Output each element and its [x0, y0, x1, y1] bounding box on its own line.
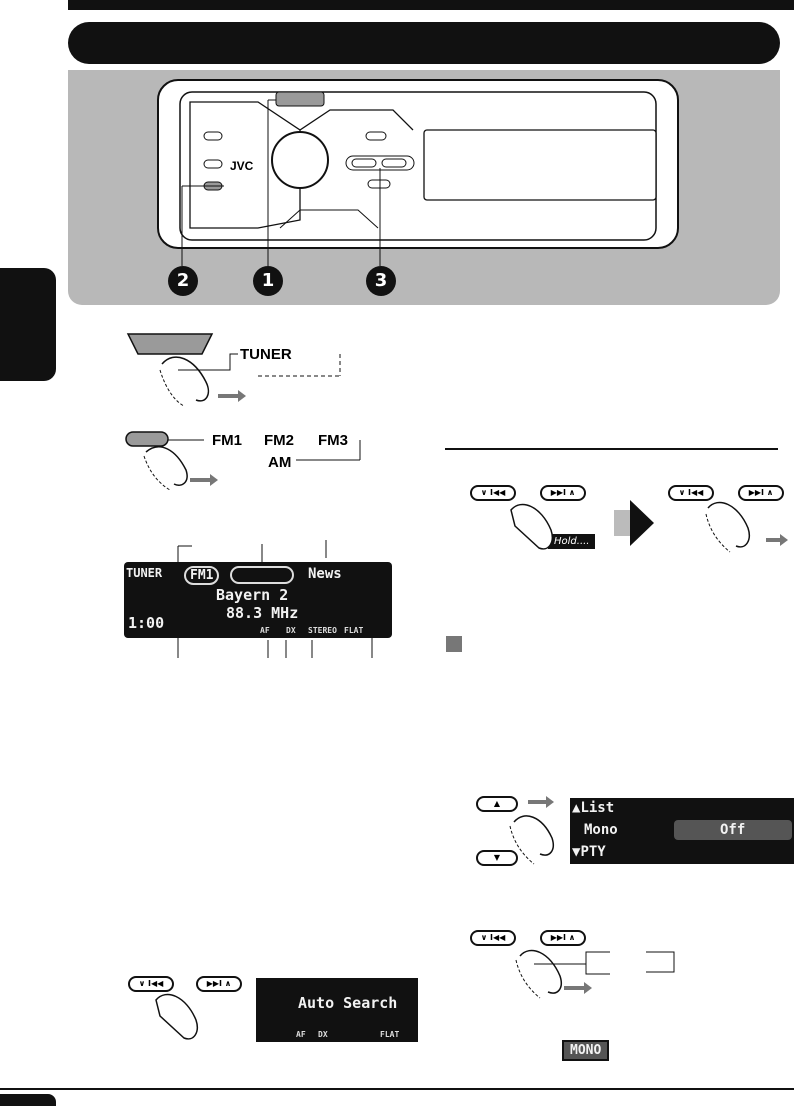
band-fm2: FM2 [264, 432, 294, 449]
callout-2: 2 [168, 266, 198, 296]
prev-button-4[interactable]: ∨ I◀◀ [128, 976, 174, 992]
indicator-dx: DX [286, 626, 296, 635]
prev-button-3[interactable]: ∨ I◀◀ [470, 930, 516, 946]
footer-rule [0, 1088, 794, 1090]
display-band: FM1 [184, 566, 220, 585]
section-divider [445, 448, 778, 450]
menu-value-box [674, 820, 792, 840]
menu-value: Off [720, 822, 746, 838]
hand-press-icon [126, 333, 341, 407]
next-button-3[interactable]: ▶▶I ∧ [540, 930, 586, 946]
finger-release-icon [705, 501, 788, 553]
prev-button-2[interactable]: ∨ I◀◀ [668, 485, 714, 501]
band-cycle-arrows [125, 431, 361, 491]
brand-logo: JVC [230, 159, 254, 173]
display-frequency: 88.3 MHz [226, 604, 299, 622]
prev-button[interactable]: ∨ I◀◀ [470, 485, 516, 501]
search-indicator-dx: DX [318, 1030, 328, 1039]
mono-badge: MONO [562, 1040, 610, 1061]
callout-1: 1 [253, 266, 283, 296]
display-source: TUNER [126, 566, 163, 580]
next-button[interactable]: ▶▶I ∧ [540, 485, 586, 501]
right-arrow-icon [614, 500, 654, 546]
display-empty-slot [230, 566, 294, 584]
indicator-af: AF [260, 626, 270, 635]
side-tab [0, 268, 56, 381]
next-button-4[interactable]: ▶▶I ∧ [196, 976, 242, 992]
faceplate-panel: JVC 2 1 3 [68, 70, 780, 305]
section-title-bar [68, 22, 780, 64]
search-text: Auto Search [298, 994, 398, 1012]
finger-press-icon [510, 503, 553, 550]
source-tuner-label: TUNER [240, 346, 292, 363]
section-bullet [446, 636, 462, 652]
faceplate-illustration [157, 79, 679, 266]
mono-toggle-illustration [515, 949, 675, 999]
search-indicator-af: AF [296, 1030, 306, 1039]
display-station: Bayern 2 [216, 586, 289, 604]
finger-updown-icon [509, 796, 554, 865]
band-fm3: FM3 [318, 432, 348, 449]
source-step: TUNER [120, 330, 360, 410]
band-am: AM [268, 454, 292, 471]
up-button[interactable]: ▲ [476, 796, 518, 812]
band-step: FM1 FM2 FM3 AM [124, 430, 374, 495]
tuner-display: TUNER FM1 News Bayern 2 88.3 MHz 1:00 AF… [124, 562, 392, 638]
display-clock: 1:00 [128, 614, 165, 632]
band-fm1: FM1 [212, 432, 242, 449]
menu-item-pty: ▼PTY [572, 844, 606, 860]
page-number-tab [0, 1094, 56, 1106]
callout-3: 3 [366, 266, 396, 296]
menu-item-mono: Mono [584, 822, 618, 838]
finger-press-icon-2 [155, 993, 198, 1040]
hold-badge: Hold.... [548, 534, 596, 549]
menu-item-list: ▲List [572, 800, 615, 816]
menu-display: ▲List Mono ▼PTY Off [570, 798, 794, 864]
indicator-stereo: STEREO [308, 626, 337, 635]
indicator-flat: FLAT [344, 626, 364, 635]
search-display: Auto Search AF DX FLAT [256, 978, 418, 1042]
search-indicator-flat: FLAT [380, 1030, 400, 1039]
display-pty: News [308, 566, 342, 582]
display-callout-lines [177, 540, 373, 658]
next-button-2[interactable]: ▶▶I ∧ [738, 485, 784, 501]
header-bar [68, 0, 794, 10]
down-button[interactable]: ▼ [476, 850, 518, 866]
